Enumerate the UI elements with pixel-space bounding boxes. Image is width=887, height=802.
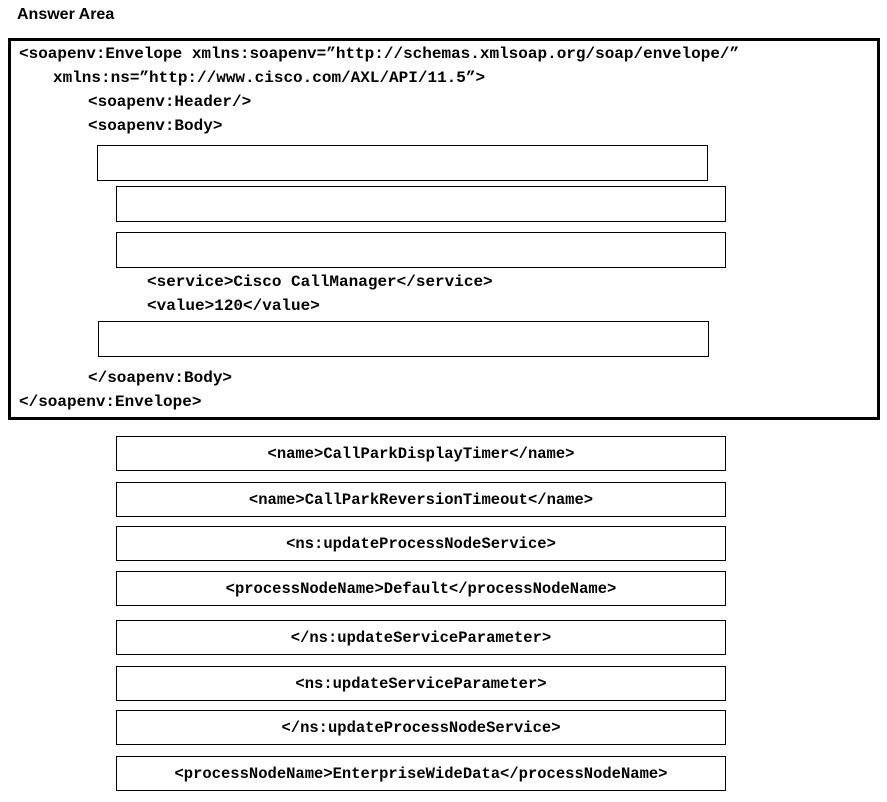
drop-slot-3[interactable] — [116, 232, 726, 268]
drop-slot-4[interactable] — [98, 321, 709, 357]
option-update-service-parameter-close[interactable]: </ns:updateServiceParameter> — [116, 620, 726, 655]
answer-area-title: Answer Area — [17, 6, 115, 23]
option-process-node-default[interactable]: <processNodeName>Default</processNodeNam… — [116, 571, 726, 606]
option-process-node-enterprise-wide[interactable]: <processNodeName>EnterpriseWideData</pro… — [116, 756, 726, 791]
option-callpark-display-timer[interactable]: <name>CallParkDisplayTimer</name> — [116, 436, 726, 471]
option-update-process-node-service-open[interactable]: <ns:updateProcessNodeService> — [116, 526, 726, 561]
code-line-envelope-open: <soapenv:Envelope xmlns:soapenv=”http://… — [19, 45, 740, 63]
code-line-body-close: </soapenv:Body> — [88, 369, 233, 387]
code-line-namespace: xmlns:ns=”http://www.cisco.com/AXL/API/1… — [53, 69, 486, 87]
code-line-service: <service>Cisco CallManager</service> — [147, 273, 493, 291]
code-line-value: <value>120</value> — [147, 297, 320, 315]
drop-slot-1[interactable] — [97, 145, 708, 181]
code-line-envelope-close: </soapenv:Envelope> — [19, 393, 202, 411]
option-update-process-node-service-close[interactable]: </ns:updateProcessNodeService> — [116, 710, 726, 745]
code-line-body-open: <soapenv:Body> — [88, 117, 223, 135]
option-callpark-reversion-timeout[interactable]: <name>CallParkReversionTimeout</name> — [116, 482, 726, 517]
drop-slot-2[interactable] — [116, 186, 726, 222]
option-update-service-parameter-open[interactable]: <ns:updateServiceParameter> — [116, 666, 726, 701]
code-line-header: <soapenv:Header/> — [88, 93, 252, 111]
